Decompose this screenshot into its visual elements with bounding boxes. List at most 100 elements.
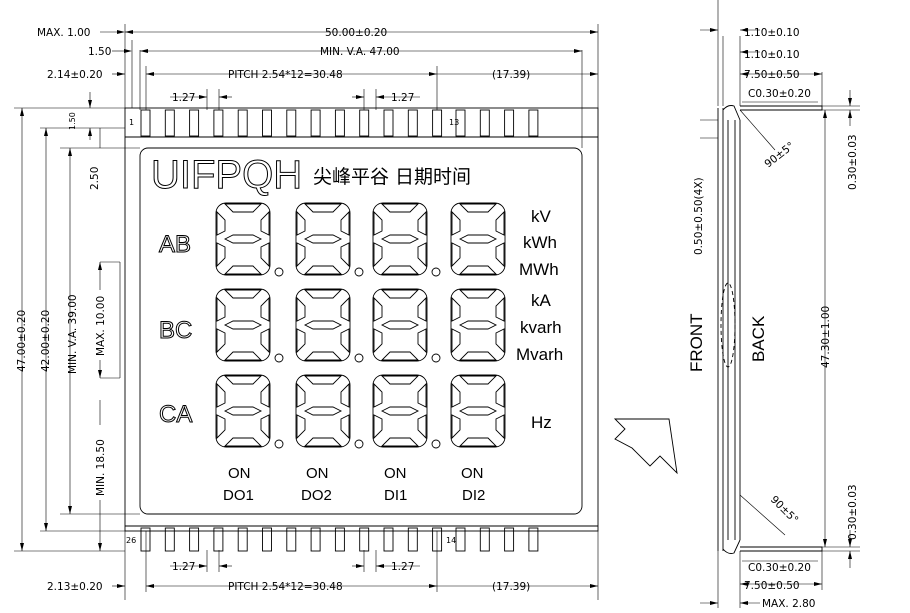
digit-8: [372, 288, 428, 362]
dim-side-47-30: 47.30±1.00: [820, 306, 832, 368]
digit-segment: [216, 242, 226, 268]
bottom-pin: [164, 527, 175, 552]
digit-segment: [373, 210, 383, 236]
digit-segment: [495, 328, 505, 354]
digit-segment: [373, 382, 383, 408]
digit-frame: [215, 202, 271, 276]
top-pin: [383, 109, 394, 137]
dim-max-1: MAX. 1.00: [37, 27, 91, 39]
digit-segment: [380, 375, 420, 385]
dim-min-va-39: MIN. V.A. 39.00: [67, 294, 79, 374]
status-do1: DO1: [223, 487, 254, 504]
digit-segment: [458, 406, 498, 416]
digit-8: [450, 202, 506, 276]
digit-segment: [296, 382, 306, 408]
digit-8: [295, 202, 351, 276]
unit-mwh: MWh: [519, 260, 559, 279]
digit-segment: [303, 437, 343, 447]
digit-segment: [303, 234, 343, 244]
digit-segment: [380, 203, 420, 213]
bottom-pin: [334, 527, 345, 552]
digit-segment: [216, 328, 226, 354]
decimal-point: [431, 353, 441, 363]
decimal-point: [354, 267, 364, 277]
side-view: FRONT BACK 1.10±0.10 1.10±0.10 7.50±0.50…: [687, 0, 860, 610]
digit-segment: [223, 437, 263, 447]
top-pin: [286, 109, 297, 137]
digit-segment: [223, 289, 263, 299]
dim-side-c0-30-bottom: C0.30±0.20: [748, 562, 811, 574]
bottom-pin: [213, 527, 224, 552]
digit-segment: [340, 296, 350, 322]
dim-side-1-10-b: 1.10±0.10: [744, 49, 800, 61]
decimal-point: [354, 353, 364, 363]
title-latin: UIFPQH: [151, 153, 302, 197]
digit-segment: [380, 289, 420, 299]
digit-segment: [260, 242, 270, 268]
front-view: 1 13 26 14 UIFPQH 尖峰平谷 日期时间 AB BC CA kV …: [124, 107, 599, 552]
dummy-pin: [479, 109, 490, 137]
digit-segment: [373, 296, 383, 322]
dummy-pin: [455, 109, 466, 137]
digit-segment: [373, 414, 383, 440]
row-label-ca: CA: [159, 401, 192, 428]
bottom-pin: [140, 527, 151, 552]
unit-hz: Hz: [531, 413, 552, 432]
top-pin: [359, 109, 370, 137]
dim-17-39-top: (17.39): [492, 69, 530, 81]
digit-segment: [340, 328, 350, 354]
digit-frame: [295, 374, 351, 448]
decimal-point: [431, 267, 441, 277]
digit-segment: [223, 234, 263, 244]
dim-min-18-50: MIN. 18.50: [95, 439, 107, 496]
decimal-point: [431, 439, 441, 449]
dim-pitch-bottom: PITCH 2.54*12=30.48: [228, 581, 343, 593]
dim-1-27-bottom-right: 1.27: [391, 561, 414, 573]
digit-segment: [260, 296, 270, 322]
digit-segment: [296, 328, 306, 354]
digit-segment: [417, 382, 427, 408]
dim-1-27-top-right: 1.27: [391, 92, 414, 104]
decimal-point: [274, 439, 284, 449]
status-di2: DI2: [462, 487, 485, 504]
panel-outline: [124, 107, 599, 532]
dim-2-14: 2.14±0.20: [47, 69, 103, 81]
top-pin: [213, 109, 224, 137]
unit-mvarh: Mvarh: [516, 345, 563, 364]
digit-frame: [372, 288, 428, 362]
title-cjk: 尖峰平谷 日期时间: [313, 166, 471, 188]
digit-segment: [340, 210, 350, 236]
bottom-pin: [262, 527, 272, 552]
dim-side-angle-bottom: 90±5°: [768, 494, 801, 527]
digit-segment: [340, 382, 350, 408]
digit-frame: [215, 374, 271, 448]
pin-14-label: 14: [446, 536, 456, 545]
row-label-ab: AB: [159, 231, 191, 258]
digit-segment: [303, 320, 343, 330]
digit-segment: [495, 242, 505, 268]
digit-segment: [373, 242, 383, 268]
dim-side-7-50-top: 7.50±0.50: [744, 69, 800, 81]
bottom-pin: [359, 527, 370, 552]
digit-segment: [380, 265, 420, 275]
digit-segment: [417, 210, 427, 236]
digit-segment: [458, 203, 498, 213]
digit-segment: [223, 320, 263, 330]
digit-segment: [296, 210, 306, 236]
dim-17-39-bottom: (17.39): [492, 581, 530, 593]
digit-segment: [296, 414, 306, 440]
digit-segment: [260, 328, 270, 354]
digit-segment: [373, 328, 383, 354]
dim-min-va-width: MIN. V.A. 47.00: [320, 46, 400, 58]
digit-frame: [295, 288, 351, 362]
status-di1: DI1: [384, 487, 407, 504]
decimal-point: [274, 267, 284, 277]
dim-1-50: 1.50: [88, 46, 111, 58]
unit-ka: kA: [531, 291, 552, 310]
digit-segment: [380, 406, 420, 416]
top-pin: [310, 109, 321, 137]
unit-kvarh: kvarh: [520, 318, 562, 337]
front-label: FRONT: [687, 313, 706, 372]
dummy-pin: [528, 109, 539, 137]
